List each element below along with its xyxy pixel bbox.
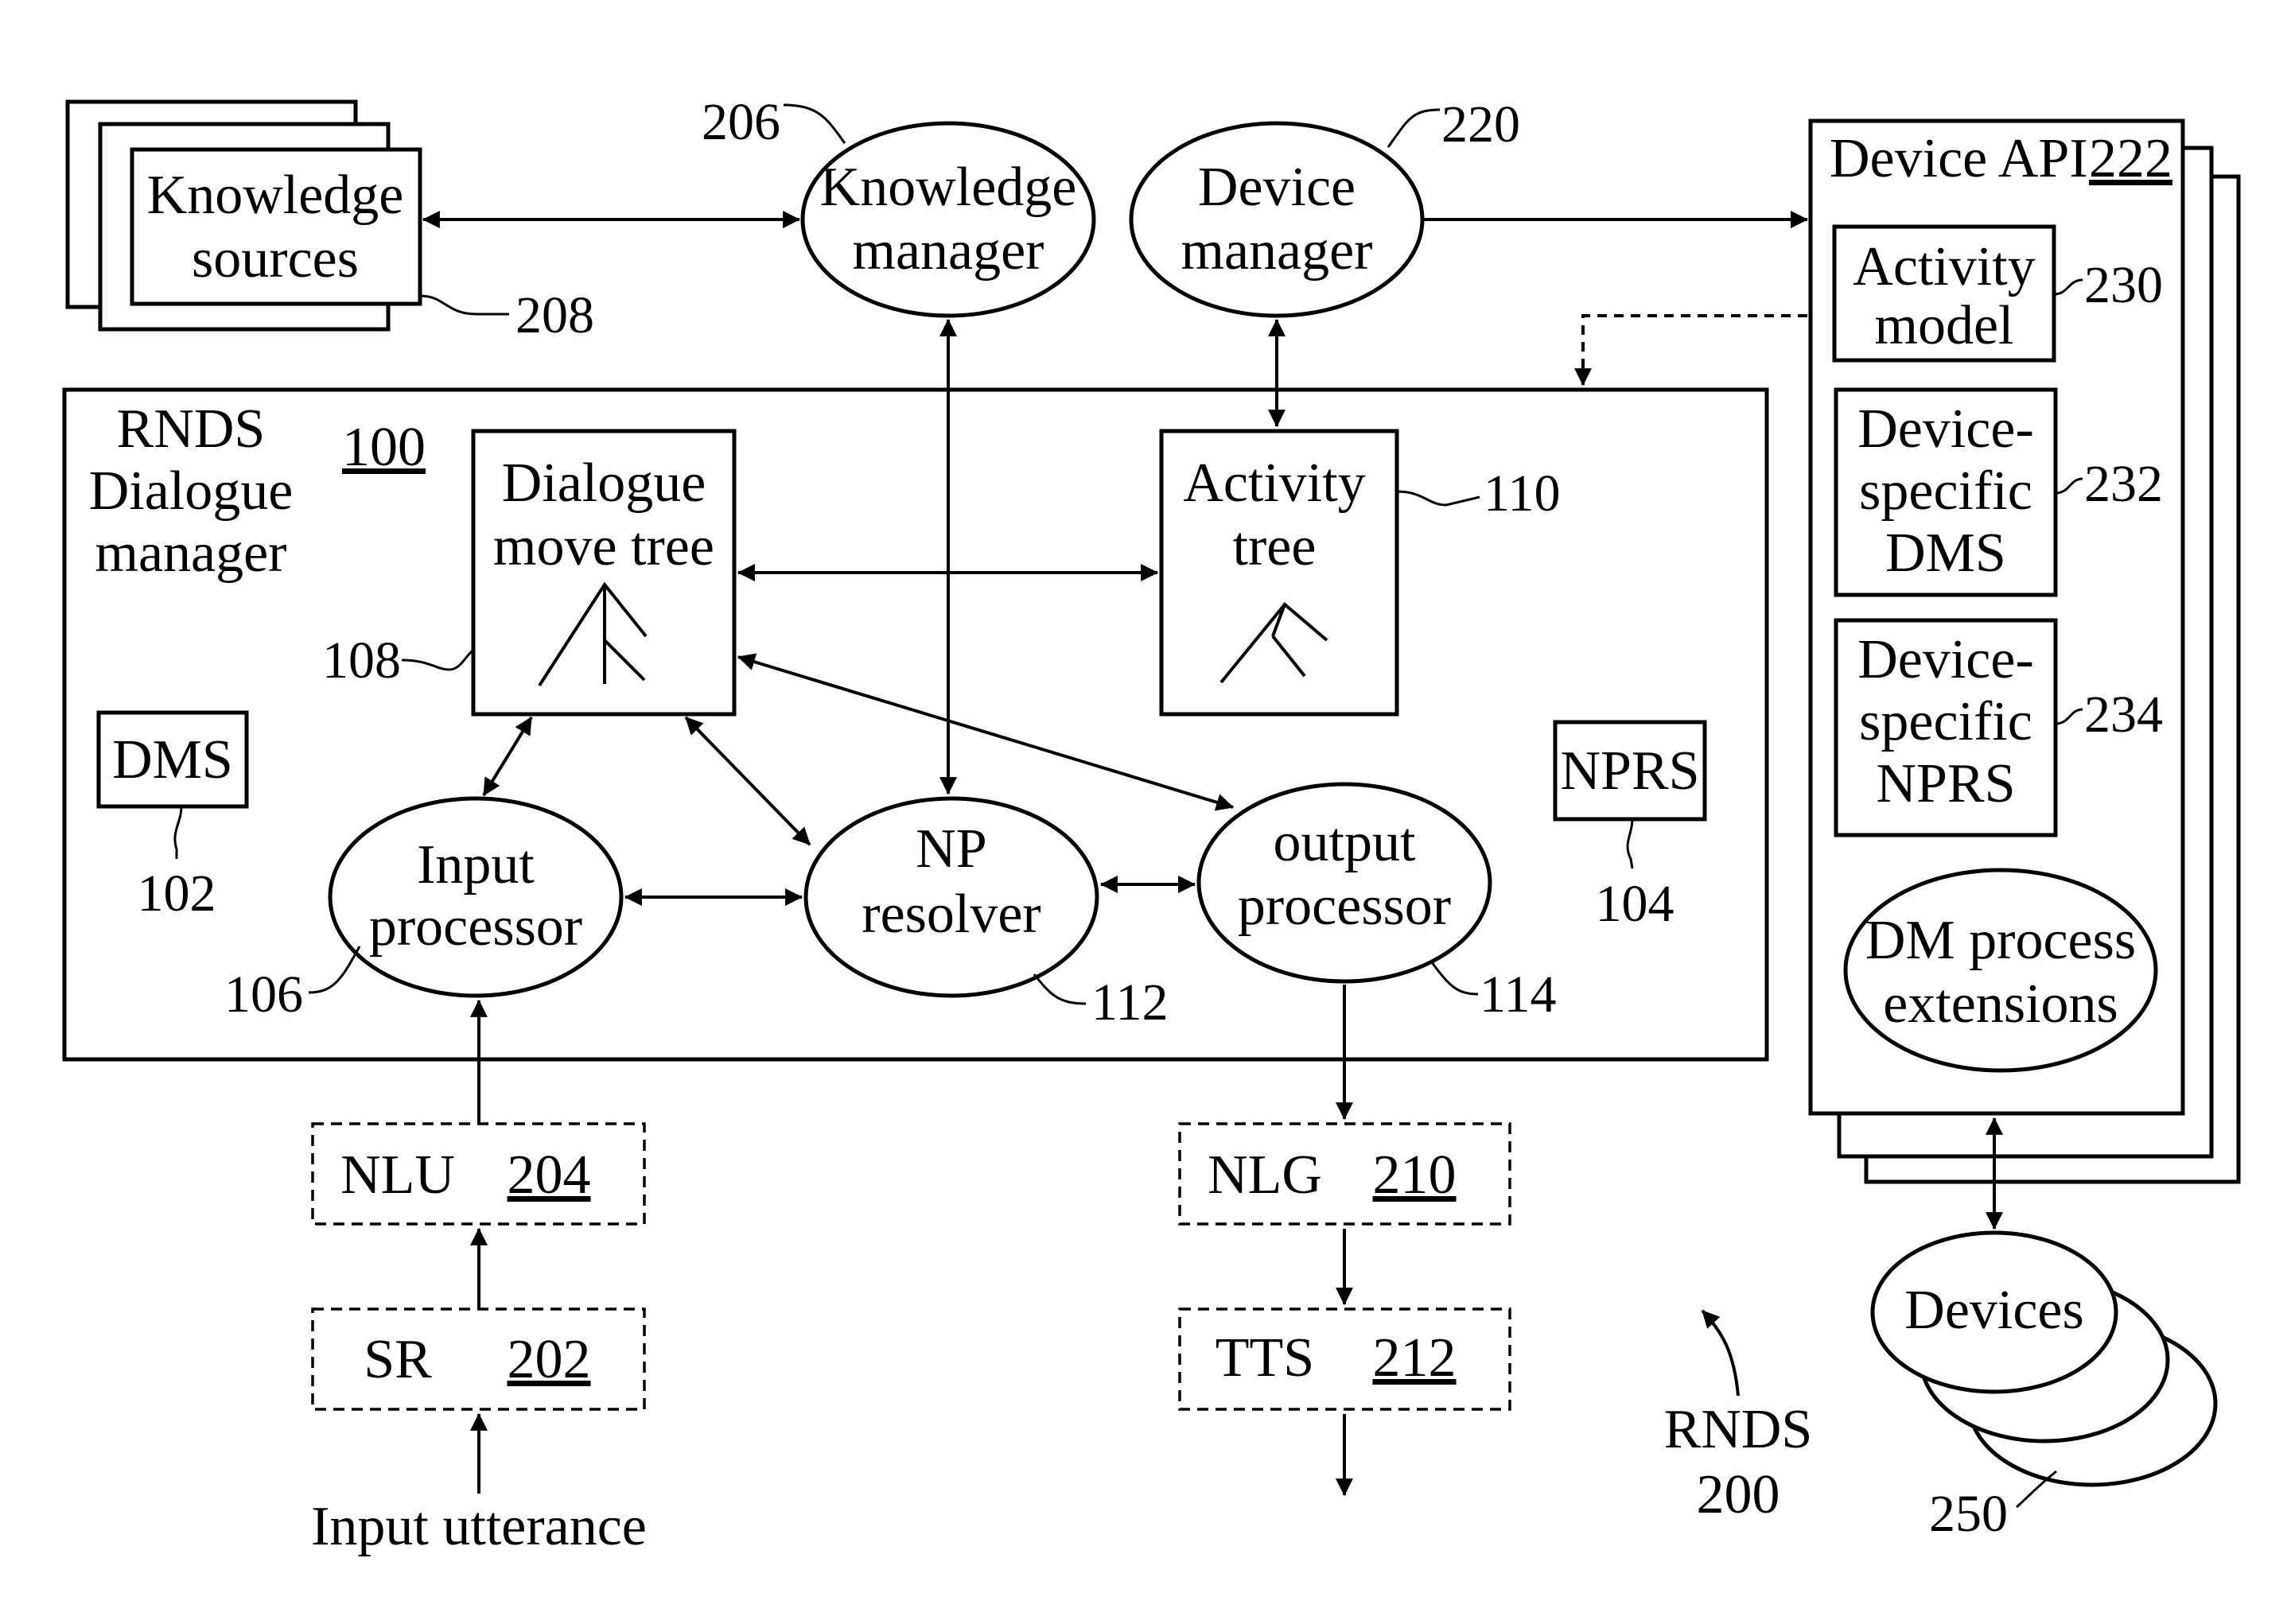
dialogue-manager-label-2: Dialogue [89,460,294,522]
sr-box: SR 202 [313,1309,644,1409]
device-specific-nprs: Device- specific NPRS [1836,620,2056,835]
nlu-ref: 204 [508,1144,591,1206]
devices: Devices [1873,1233,2215,1485]
np-resolver: NP resolver [806,798,1097,996]
input-processor-label-2: processor [369,896,582,958]
ref-234: 234 [2084,686,2163,744]
device-specific-dms: Device- specific DMS [1836,390,2056,595]
dialogue-manager-label-1: RNDS [117,398,266,460]
activity-tree-label-1: Activity [1183,453,1365,514]
input-processor-label-1: Input [417,834,535,896]
input-processor: Input processor [330,798,621,996]
dm-process-extensions-label-2: extensions [1883,973,2118,1035]
device-manager-label-2: manager [1181,220,1373,282]
activity-model-label-2: model [1875,295,2014,356]
knowledge-sources-label-1: Knowledge [147,165,404,226]
knowledge-sources: Knowledge sources [68,102,420,329]
knowledge-sources-label-2: sources [192,228,359,289]
nlg-box: NLG 210 [1180,1124,1510,1224]
rnds-system-pointer-arrow [1702,1311,1738,1396]
nprs-label: NPRS [1560,740,1699,802]
ref-230: 230 [2084,256,2163,314]
ref-104: 104 [1596,875,1674,933]
tts-label: TTS [1216,1327,1314,1389]
arrow-api-dm-dashed [1583,316,1807,385]
knowledge-manager-label-2: manager [853,220,1044,282]
dms-box: DMS [99,713,247,806]
ref-110: 110 [1484,464,1561,523]
device-specific-dms-label-1: Device- [1857,398,2034,460]
device-manager: Device manager [1131,123,1422,316]
tts-ref: 212 [1373,1327,1457,1389]
ref-112: 112 [1091,973,1169,1032]
device-specific-nprs-label-2: specific [1859,691,2032,752]
dialogue-manager-ref: 100 [342,417,426,478]
activity-model: Activity model [1834,227,2054,360]
output-processor-label-2: processor [1238,876,1451,937]
ref-250: 250 [1929,1485,2008,1543]
tts-box: TTS 212 [1180,1309,1510,1409]
dm-process-extensions-label-1: DM process [1865,910,2136,971]
np-resolver-label-1: NP [916,818,986,880]
dialogue-move-tree-label-1: Dialogue [502,453,706,514]
nlg-label: NLG [1208,1144,1322,1206]
device-specific-dms-label-2: specific [1859,460,2032,522]
ref-106: 106 [224,965,303,1024]
knowledge-manager-label-1: Knowledge [820,157,1077,218]
ref-206-leader [784,105,845,143]
activity-model-label-1: Activity [1853,236,2035,297]
ref-208-leader [420,296,509,314]
ref-114: 114 [1480,965,1557,1024]
output-processor-label-1: output [1274,812,1416,873]
device-api-title: Device API [1830,128,2088,189]
knowledge-manager: Knowledge manager [803,123,1094,316]
nlg-ref: 210 [1373,1144,1457,1206]
input-utterance: Input utterance [311,1496,647,1557]
activity-tree-label-2: tree [1233,516,1317,577]
device-manager-label-1: Device [1198,157,1356,218]
rnds-dialogue-manager: RNDS Dialogue manager 100 Dialogue move … [64,390,1767,1059]
rnds-system-label-2: 200 [1697,1464,1780,1525]
nprs-box: NPRS [1555,722,1705,819]
activity-tree: Activity tree [1161,431,1397,714]
device-specific-dms-label-3: DMS [1885,523,2006,584]
nlu-box: NLU 204 [313,1124,644,1224]
ref-232: 232 [2084,455,2163,513]
np-resolver-label-2: resolver [862,884,1040,945]
dms-label: DMS [112,729,233,791]
dialogue-manager-label-3: manager [95,523,287,584]
device-specific-nprs-label-1: Device- [1857,629,2034,690]
ref-208: 208 [515,286,594,344]
ref-220: 220 [1441,95,1520,153]
devices-label: Devices [1904,1280,2083,1341]
ref-206: 206 [702,93,780,151]
ref-108: 108 [322,631,401,690]
ref-102: 102 [138,864,216,923]
rnds-system-label-1: RNDS [1664,1399,1813,1460]
sr-label: SR [364,1329,432,1390]
nlu-label: NLU [340,1144,455,1206]
sr-ref: 202 [508,1329,591,1390]
ref-220-leader [1388,110,1440,147]
device-api: Device API 222 Activity model 230 Device… [1811,121,2238,1182]
device-api-ref: 222 [2089,128,2172,189]
dialogue-move-tree: Dialogue move tree [473,431,734,714]
dialogue-move-tree-label-2: move tree [493,516,714,577]
dm-process-extensions: DM process extensions [1846,870,2156,1070]
output-processor: output processor [1199,784,1490,981]
device-specific-nprs-label-3: NPRS [1876,753,2015,814]
